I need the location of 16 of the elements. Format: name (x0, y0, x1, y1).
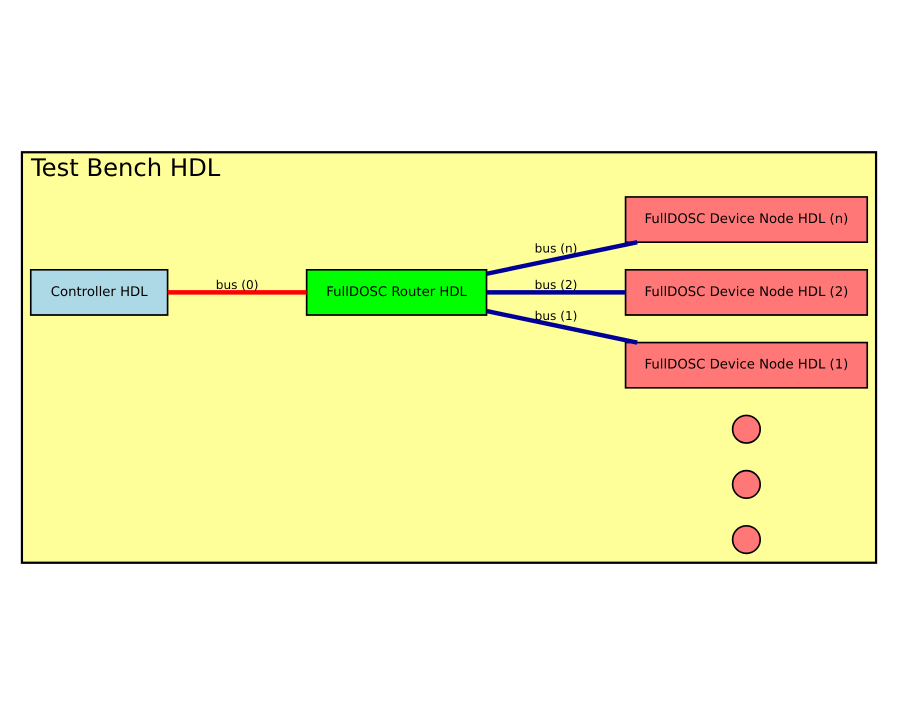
connector (168, 290, 307, 295)
edge-label: bus (n) (534, 241, 578, 256)
edge-label: bus (2) (534, 278, 578, 292)
connector (486, 308, 638, 345)
edge-label: bus (1) (534, 308, 578, 323)
node-box: FullDOSC Device Node HDL (1) (624, 342, 868, 389)
node-circle (732, 470, 762, 500)
connector (486, 240, 638, 276)
node-box: FullDOSC Device Node HDL (n) (624, 196, 868, 243)
node-box: Controller HDL (30, 268, 168, 316)
node-box: FullDOSC Router HDL (306, 268, 488, 316)
node-circle (732, 524, 762, 554)
edge-label: bus (0) (216, 278, 258, 292)
node-circle (732, 414, 762, 444)
connector (486, 290, 626, 295)
node-box: FullDOSC Device Node HDL (2) (624, 268, 868, 316)
